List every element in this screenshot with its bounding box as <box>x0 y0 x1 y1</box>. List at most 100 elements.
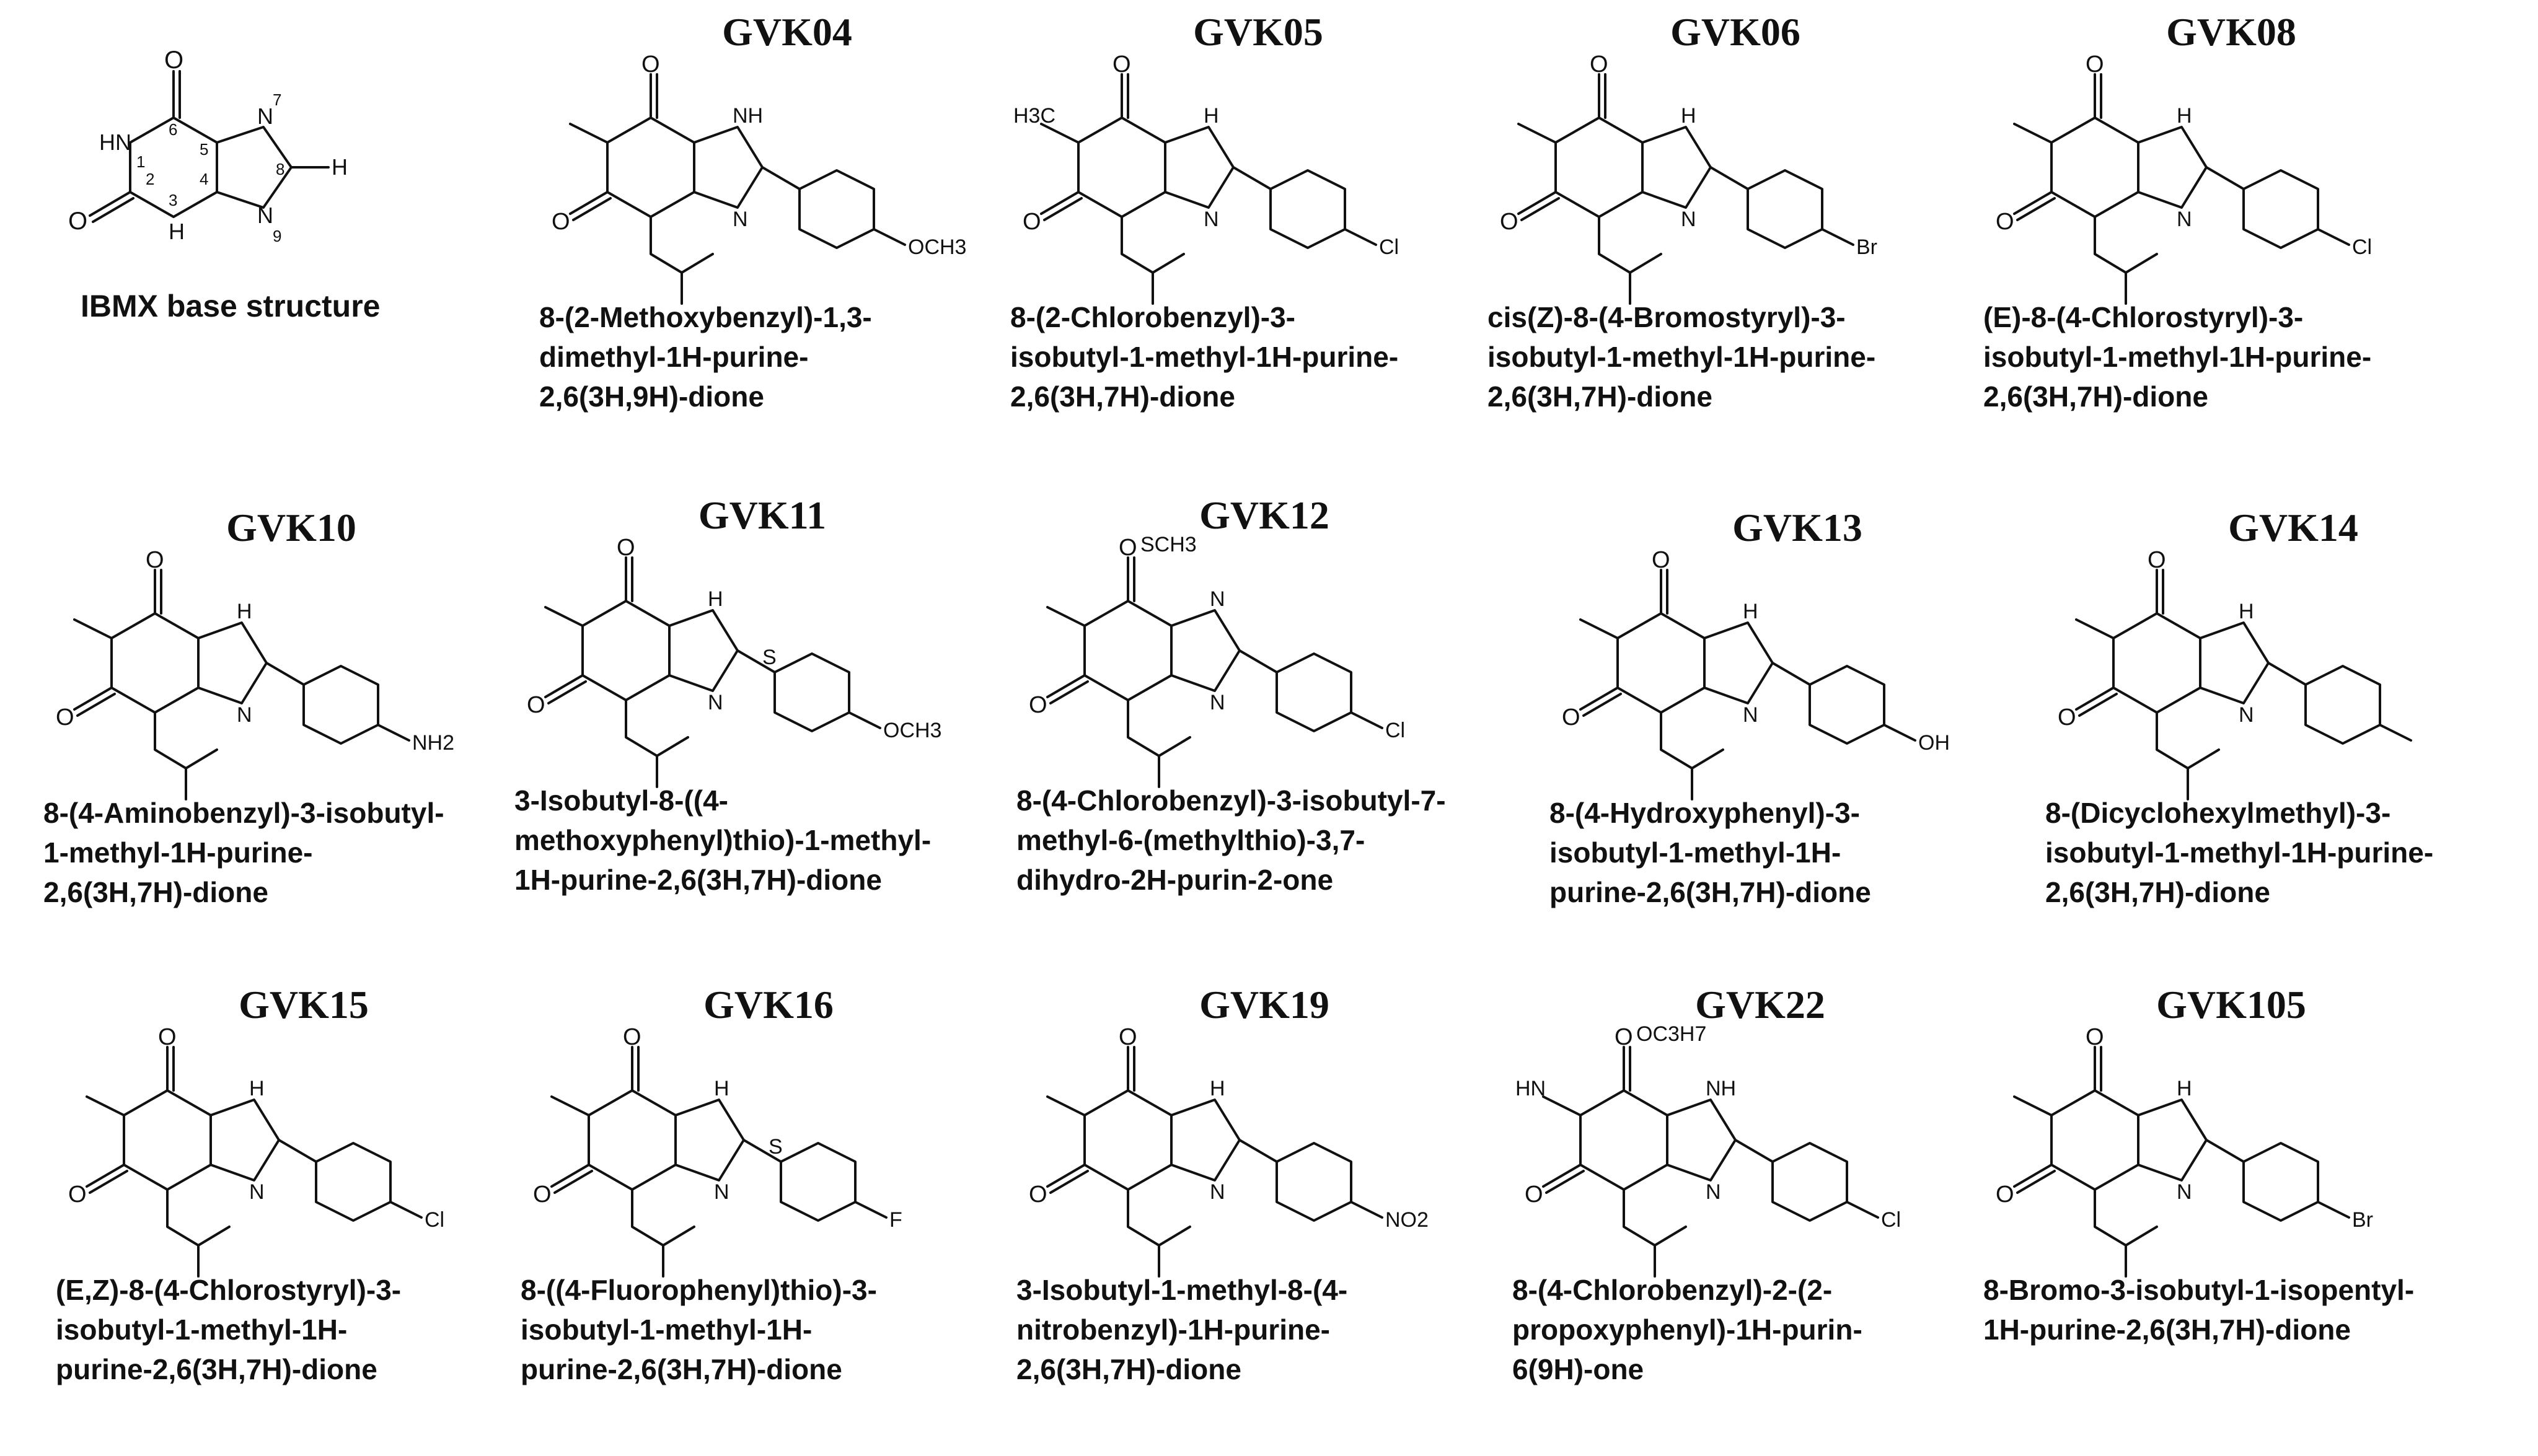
linker-label: S <box>769 1135 783 1159</box>
atom-o6: O <box>2148 547 2166 573</box>
ibmx-base-panel: O O HN N N H H 1 2 3 4 5 6 7 8 9 IBMX ba… <box>37 19 409 489</box>
compound-name-line: 2,6(3H,7H)-dione <box>2045 876 2270 908</box>
compound-name-line: 2,6(3H,7H)-dione <box>43 876 268 908</box>
atom-n7: N <box>1210 587 1225 611</box>
atom-n9: N <box>733 208 748 231</box>
atom-n9: N <box>1210 691 1225 714</box>
compound-code: GVK15 <box>239 983 369 1027</box>
compound-name-line: purine-2,6(3H,7H)-dione <box>56 1353 377 1385</box>
atom-n9: N <box>708 691 723 714</box>
compound-name-line: isobutyl-1-methyl-1H- <box>521 1313 813 1346</box>
atom-o2: O <box>1500 209 1518 235</box>
substituent-label: NH2 <box>412 731 454 755</box>
atom-n7: NH <box>1706 1077 1736 1100</box>
compound-name-line: (E)-8-(4-Chlorostyryl)-3- <box>1983 301 2304 333</box>
atom-o6: O <box>617 535 635 561</box>
compound-name: 8-(4-Aminobenzyl)-3-isobutyl- 1-methyl-1H… <box>43 793 539 912</box>
compound-name-line: 1-methyl-1H-purine- <box>43 836 313 869</box>
compound-name-line: 8-(4-Aminobenzyl)-3-isobutyl- <box>43 797 444 829</box>
compound-name-line: 1H-purine-2,6(3H,7H)-dione <box>514 864 882 896</box>
compound-name-line: 3-Isobutyl-1-methyl-8-(4- <box>1016 1274 1348 1306</box>
base-o2: O <box>68 208 87 235</box>
base-n9: N <box>257 203 273 228</box>
compound-name: 8-(Dicyclohexylmethyl)-3-isobutyl-1-meth… <box>2045 793 2538 912</box>
compound-name-line: cis(Z)-8-(4-Bromostyryl)-3- <box>1487 301 1846 333</box>
compound-code: GVK19 <box>1199 983 1329 1027</box>
atom-o2: O <box>1996 1182 2014 1208</box>
atom-o2: O <box>2058 704 2076 730</box>
base-num-8: 8 <box>276 160 284 178</box>
substituent-label: OCH3 <box>908 235 966 259</box>
compound-name: 8-(4-Hydroxyphenyl)-3-isobutyl-1-methyl-… <box>1549 793 2045 912</box>
compound-name: (E)-8-(4-Chlorostyryl)-3- isobutyl-1-meth… <box>1983 297 2479 416</box>
atom-n9: N <box>2177 1180 2192 1204</box>
compound-name-line: isobutyl-1-methyl-1H-purine- <box>1487 341 1876 373</box>
compound-name-line: 1H-purine-2,6(3H,7H)-dione <box>1983 1313 2351 1346</box>
atom-n7: H <box>249 1077 265 1100</box>
compound-code: GVK22 <box>1695 983 1825 1027</box>
compound-code: GVK05 <box>1193 10 1323 54</box>
atom-o2: O <box>68 1182 87 1208</box>
atom-o2: O <box>56 704 74 730</box>
atom-n9: N <box>714 1180 729 1204</box>
compound-name-line: 6(9H)-one <box>1512 1353 1644 1385</box>
base-num-7: 7 <box>273 90 281 109</box>
compound-code: GVK11 <box>698 493 827 537</box>
base-hn1: HN <box>99 129 131 155</box>
compound-name: (E,Z)-8-(4-Chlorostyryl)-3-isobutyl-1-me… <box>56 1270 552 1389</box>
compound-name-line: nitrobenzyl)-1H-purine- <box>1016 1313 1330 1346</box>
atom-n9: N <box>1210 1180 1225 1204</box>
compound-name: 3-Isobutyl-1-methyl-8-(4- nitrobenzyl)-1H… <box>1016 1270 1512 1389</box>
compound-name-line: purine-2,6(3H,7H)-dione <box>521 1353 842 1385</box>
compound-name-line: 2,6(3H,9H)-dione <box>539 380 764 413</box>
compound-name-line: 8-(Dicyclohexylmethyl)-3- <box>2045 797 2391 829</box>
atom-o6: O <box>2086 1024 2104 1050</box>
compound-name-line: 2,6(3H,7H)-dione <box>1983 380 2208 413</box>
substituent-label: NO2 <box>1385 1208 1429 1232</box>
atom-n9: N <box>237 703 252 727</box>
atom-n9: N <box>1743 703 1758 727</box>
base-h3: H <box>169 219 185 244</box>
compound-name-line: methyl-6-(methylthio)-3,7- <box>1016 824 1365 856</box>
compound-name-line: dihydro-2H-purin-2-one <box>1016 864 1334 896</box>
base-num-5: 5 <box>200 140 208 159</box>
compound-name-line: isobutyl-1-methyl-1H-purine- <box>1983 341 2372 373</box>
atom-n9: N <box>249 1180 265 1204</box>
compound-name-line: isobutyl-1-methyl-1H-purine- <box>1010 341 1399 373</box>
compound-code: GVK10 <box>226 506 356 550</box>
atom-n7: H <box>2239 600 2254 623</box>
base-num-1: 1 <box>136 152 145 171</box>
substituent-label: F <box>889 1208 902 1232</box>
atom-o2: O <box>552 209 570 235</box>
atom-o6: O <box>2086 51 2104 77</box>
atom-o2: O <box>527 692 545 718</box>
compound-name-line: isobutyl-1-methyl-1H- <box>56 1313 348 1346</box>
atom-o6: O <box>1590 51 1608 77</box>
atom-o2: O <box>1029 1182 1047 1208</box>
compound-name: 8-(2-Chlorobenzyl)-3-isobutyl-1-methyl-1… <box>1010 297 1506 416</box>
n1-group-label: H3C <box>1013 104 1055 128</box>
atom-n9: N <box>1706 1180 1721 1204</box>
substituent-label: Br <box>1856 235 1877 259</box>
base-n7: N <box>257 103 273 129</box>
ibmx-base-structure: O O HN N N H H 1 2 3 4 5 6 7 8 9 <box>68 46 348 245</box>
atom-o2: O <box>1996 209 2014 235</box>
atom-o6: O <box>1652 547 1670 573</box>
atom-o6: O <box>623 1024 641 1050</box>
compound-name-line: 8-((4-Fluorophenyl)thio)-3- <box>521 1274 877 1306</box>
atom-n7: H <box>2177 104 2192 128</box>
